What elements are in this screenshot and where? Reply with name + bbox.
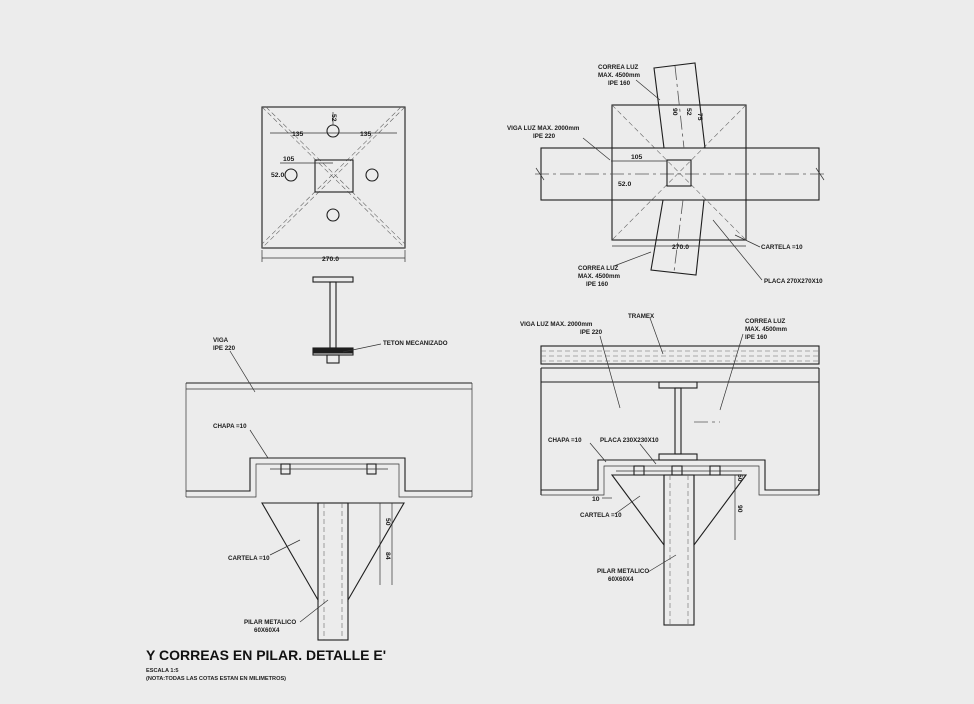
plan-dim-75: 75: [696, 113, 703, 121]
correa-bottom-line1: CORREA LUZ: [578, 265, 619, 272]
viga-right-line1: VIGA LUZ MAX. 2000mm: [520, 321, 593, 328]
correa-bottom-line2: MAX. 4500mm: [578, 273, 620, 280]
column-square: [314, 159, 354, 193]
right-column: [663, 474, 695, 626]
right-section-view: 50 90 VIGA LUZ MAX. 2000mm IPE 220 TRAME…: [520, 313, 820, 626]
dim-270: 270.0: [322, 256, 339, 263]
base-plate-outline: [261, 106, 406, 249]
ibeam-top-flange: [312, 276, 354, 283]
pilar-right-line2: 60X60X4: [608, 576, 634, 583]
right-gusset-right: [693, 474, 748, 547]
bolt-hole-bottom: [326, 208, 340, 222]
teton-mecanizado: [326, 354, 340, 364]
placa-right-label: PLACA 230X230X10: [600, 437, 659, 444]
right-ibeam-web: [674, 387, 682, 455]
tramex-label: TRAMEX: [628, 313, 655, 320]
left-gusset-right: [347, 502, 405, 603]
dim-52-left: 52.0: [271, 172, 284, 179]
correa-right-line1: CORREA LUZ: [745, 318, 786, 325]
chapa-left-label: CHAPA =10: [213, 423, 247, 430]
cartela-left-label: CARTELA =10: [228, 555, 270, 562]
pilar-right-line1: PILAR METALICO: [597, 568, 649, 575]
right-dim-50: 50: [736, 474, 743, 482]
pilar-left-line2: 60X60X4: [254, 627, 280, 634]
correa-right-line3: IPE 160: [745, 334, 768, 341]
plan-dim-90: 90: [671, 108, 678, 116]
bolt-hole-right: [365, 168, 379, 182]
right-gusset-left: [610, 474, 665, 547]
left-gusset-left: [261, 502, 319, 603]
correa-top-line2: MAX. 4500mm: [598, 72, 640, 79]
left-section-view: TETON MECANIZADO VIGA IPE 220 CHAPA =10 …: [185, 276, 473, 641]
teton-label: TETON MECANIZADO: [383, 340, 448, 347]
plan-base-plate: [611, 104, 747, 241]
left-dim-50: 50: [384, 518, 391, 526]
cartela-right-label: CARTELA =10: [580, 512, 622, 519]
left-column: [317, 502, 349, 641]
left-dim-84: 84: [384, 552, 391, 560]
dim-52-top: 52: [330, 114, 337, 122]
right-dim-10: 10: [592, 496, 600, 503]
viga-left-line1: VIGA: [213, 337, 229, 344]
viga-plan-line2: IPE 220: [533, 133, 556, 140]
placa-plan-label: PLACA 270X270X10: [764, 278, 823, 285]
viga-left-line2: IPE 220: [213, 345, 236, 352]
right-dim-90: 90: [736, 505, 743, 513]
beam-plan-view: CORREA LUZ MAX. 4500mm IPE 160 VIGA LUZ …: [507, 62, 826, 288]
plate-plan-view: 135 135 52 105 52.0 270.0: [261, 106, 406, 263]
viga-right-line2: IPE 220: [580, 329, 603, 336]
tramex-grating: [540, 345, 820, 365]
plan-dim-52-v: 52: [685, 108, 692, 116]
plan-dim-52: 52.0: [618, 181, 631, 188]
pilar-left-line1: PILAR METALICO: [244, 619, 296, 626]
plan-purlin-bottom: [650, 199, 705, 276]
bolt-hole-left: [284, 168, 298, 182]
drawing-note: (NOTA:TODAS LAS COTAS ESTAN EN MILIMETRO…: [146, 676, 286, 682]
correa-top-line3: IPE 160: [608, 80, 631, 87]
plan-dim-270: 270.0: [672, 244, 689, 251]
plan-purlin-top: [653, 62, 706, 149]
drawing-scale: ESCALA 1:5: [146, 668, 178, 674]
correa-right-line2: MAX. 4500mm: [745, 326, 787, 333]
correa-top-line1: CORREA LUZ: [598, 64, 639, 71]
dim-135-left: 135: [292, 131, 304, 138]
dim-105: 105: [283, 156, 295, 163]
dim-135-right: 135: [360, 131, 372, 138]
ibeam-web: [329, 281, 337, 349]
chapa-right-label: CHAPA =10: [548, 437, 582, 444]
drawing-title: Y CORREAS EN PILAR. DETALLE E': [146, 647, 386, 663]
viga-plan-line1: VIGA LUZ MAX. 2000mm: [507, 125, 580, 132]
bolt-hole-top: [326, 124, 340, 138]
cartela-plan-label: CARTELA =10: [761, 244, 803, 251]
plan-dim-105: 105: [631, 154, 643, 161]
correa-bottom-line3: IPE 160: [586, 281, 609, 288]
title-block: Y CORREAS EN PILAR. DETALLE E' ESCALA 1:…: [146, 647, 386, 682]
plan-column: [666, 159, 692, 187]
